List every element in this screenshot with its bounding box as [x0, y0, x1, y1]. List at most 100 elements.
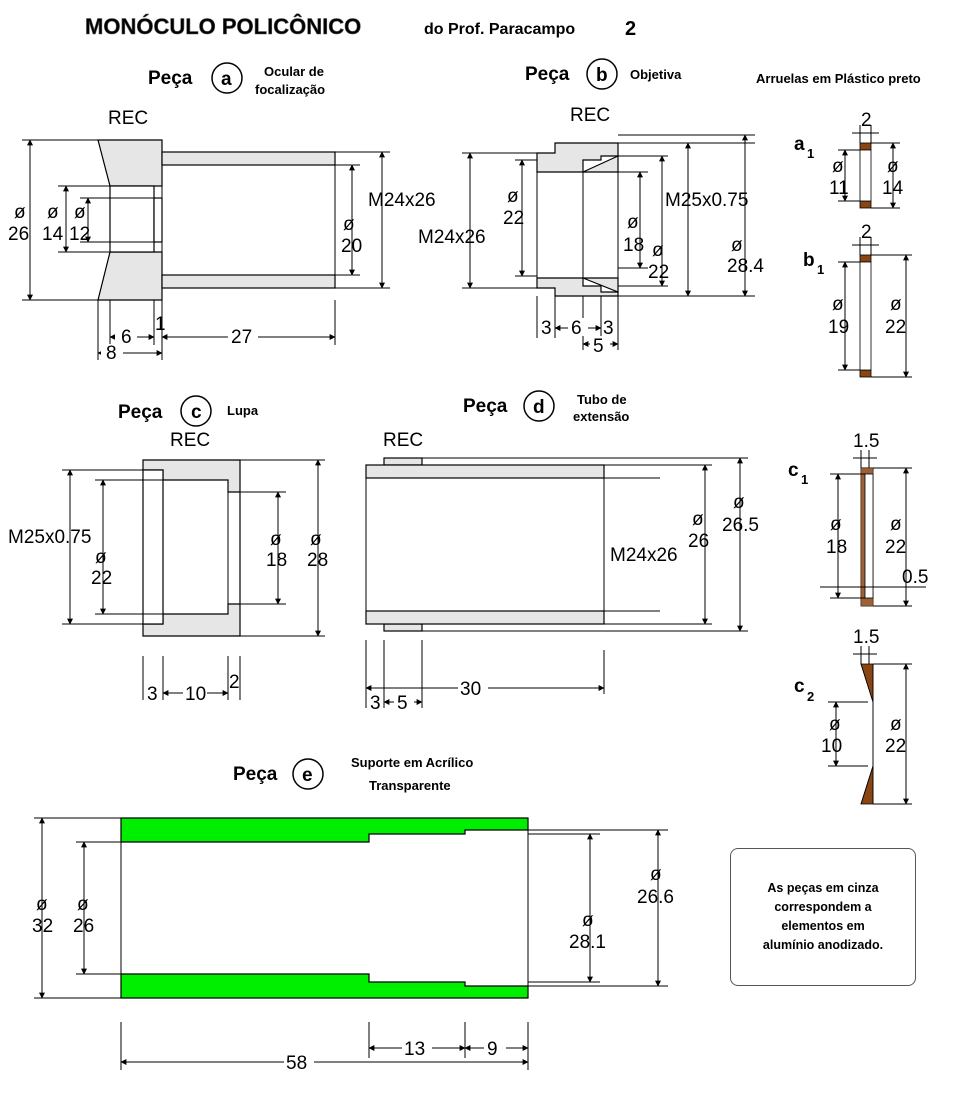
c1-d-out: 22 — [885, 537, 906, 558]
c-l3: 3 — [147, 684, 158, 705]
c-l2: 2 — [229, 672, 240, 693]
d-d26-5: 26.5 — [722, 515, 759, 536]
a-d-bore: 20 — [341, 236, 362, 257]
svg-text:ø: ø — [890, 514, 902, 535]
d-l3: 3 — [370, 693, 381, 714]
b-d22a: 22 — [503, 208, 524, 229]
svg-text:1: 1 — [807, 146, 814, 161]
svg-text:ø: ø — [829, 714, 841, 735]
b-l5: 5 — [593, 336, 604, 357]
a1-d-in: 11 — [829, 178, 849, 199]
piece-a-drawing: REC ø — [8, 108, 436, 364]
svg-text:ø: ø — [890, 714, 902, 735]
note-line-4: alumínio anodizado. — [762, 938, 884, 952]
svg-text:ø: ø — [832, 294, 844, 315]
svg-text:Peça: Peça — [463, 396, 508, 417]
svg-text:b: b — [803, 250, 815, 271]
svg-text:ø: ø — [77, 894, 89, 915]
e-d26: 26 — [73, 916, 94, 937]
svg-text:ø: ø — [652, 240, 664, 261]
b-l3b: 3 — [603, 318, 614, 339]
piece-b-letter: b — [596, 65, 608, 86]
e-d32: 32 — [32, 916, 53, 937]
svg-text:ø: ø — [650, 864, 662, 885]
piece-e-drawing: ø 32 ø 26 ø 28.1 ø 26.6 13 9 58 — [32, 817, 674, 1074]
piece-c-letter: c — [191, 402, 202, 423]
sheet-number: 2 — [625, 18, 636, 40]
e-l9: 9 — [487, 1039, 498, 1060]
c1-w: 1.5 — [853, 431, 879, 452]
piece-d-letter: d — [533, 397, 545, 418]
c1-t: 0.5 — [902, 567, 928, 588]
svg-text:1: 1 — [817, 262, 824, 277]
c-d18: 18 — [266, 550, 287, 571]
b1-w: 2 — [861, 222, 872, 243]
e-d28-1: 28.1 — [569, 932, 606, 953]
svg-text:ø: ø — [270, 529, 282, 550]
svg-text:Peça: Peça — [118, 402, 163, 423]
c2-w: 1.5 — [853, 627, 879, 648]
piece-d-heading: Peça d Tubo de extensão — [463, 390, 629, 424]
svg-text:ø: ø — [832, 156, 844, 177]
piece-a-desc-2: focalização — [255, 82, 325, 97]
b-thread-out: M25x0.75 — [665, 190, 748, 211]
washers-title: Arruelas em Plástico preto — [756, 71, 921, 86]
drawing-author: do Prof. Paracampo — [424, 21, 575, 38]
svg-text:a: a — [794, 134, 805, 155]
b-l6: 6 — [571, 318, 582, 339]
b-l3a: 3 — [541, 318, 552, 339]
svg-text:ø: ø — [731, 235, 743, 256]
svg-text:ø: ø — [343, 214, 355, 235]
piece-b-heading: Peça b Objetiva — [525, 58, 682, 90]
a-l27: 27 — [231, 327, 252, 348]
piece-c-drawing: REC M25x0.75 ø 22 ø 18 ø 28 3 10 2 — [8, 430, 328, 705]
svg-text:ø: ø — [47, 202, 59, 223]
note-line-1: As peças em cinza — [767, 881, 879, 895]
d-thread: M24x26 — [610, 545, 678, 566]
svg-text:ø: ø — [95, 547, 107, 568]
piece-b-drawing: REC M24x26 ø 2 — [418, 105, 764, 357]
piece-a-heading: Peça a Ocular de focalização — [148, 62, 325, 97]
drawing-title: MONÓCULO POLICÔNICO — [85, 14, 361, 39]
svg-text:ø: ø — [692, 509, 704, 530]
svg-text:c: c — [788, 460, 799, 481]
b-d22b: 22 — [648, 262, 669, 283]
note-line-2: correspondem a — [774, 900, 872, 914]
b1-d-in: 19 — [828, 317, 849, 338]
a1-w: 2 — [861, 110, 872, 131]
piece-e-desc-1: Suporte em Acrílico — [351, 755, 473, 770]
d-l30: 30 — [460, 679, 481, 700]
washer-c1: c 1 1.5 ø 18 ø 22 0.5 — [788, 431, 928, 607]
washer-a1: a 1 2 ø 11 ø 14 — [794, 110, 904, 209]
svg-text:ø: ø — [887, 156, 899, 177]
svg-text:Peça: Peça — [233, 764, 278, 785]
svg-text:ø: ø — [890, 294, 902, 315]
a-d-outer: 26 — [8, 224, 29, 245]
svg-text:ø: ø — [36, 894, 48, 915]
piece-d-desc-1: Tubo de — [577, 392, 627, 407]
c2-d-in: 10 — [821, 736, 842, 757]
b-d28-4: 28.4 — [727, 256, 764, 277]
d-d26: 26 — [688, 531, 709, 552]
d-l5: 5 — [397, 693, 408, 714]
b1-d-out: 22 — [885, 317, 906, 338]
piece-b-desc: Objetiva — [630, 67, 682, 82]
washer-b1: b 1 2 ø 19 ø 22 — [803, 222, 912, 378]
svg-text:ø: ø — [310, 529, 322, 550]
a-d-mid: 14 — [42, 224, 64, 245]
a-thread: M24x26 — [368, 190, 436, 211]
b-thread-in: M24x26 — [418, 227, 486, 248]
e-d26-6: 26.6 — [637, 887, 674, 908]
e-l58: 58 — [286, 1053, 307, 1074]
piece-a-letter: a — [221, 69, 232, 90]
piece-e-desc-2: Transparente — [369, 778, 451, 793]
svg-text:1: 1 — [801, 472, 808, 487]
b-d18: 18 — [623, 235, 644, 256]
svg-text:2: 2 — [807, 689, 814, 704]
c-d22: 22 — [91, 568, 112, 589]
c1-d-in: 18 — [826, 537, 847, 558]
a-l6: 6 — [121, 327, 132, 348]
svg-text:ø: ø — [507, 186, 519, 207]
svg-text:ø: ø — [14, 202, 26, 223]
svg-text:ø: ø — [733, 492, 745, 513]
